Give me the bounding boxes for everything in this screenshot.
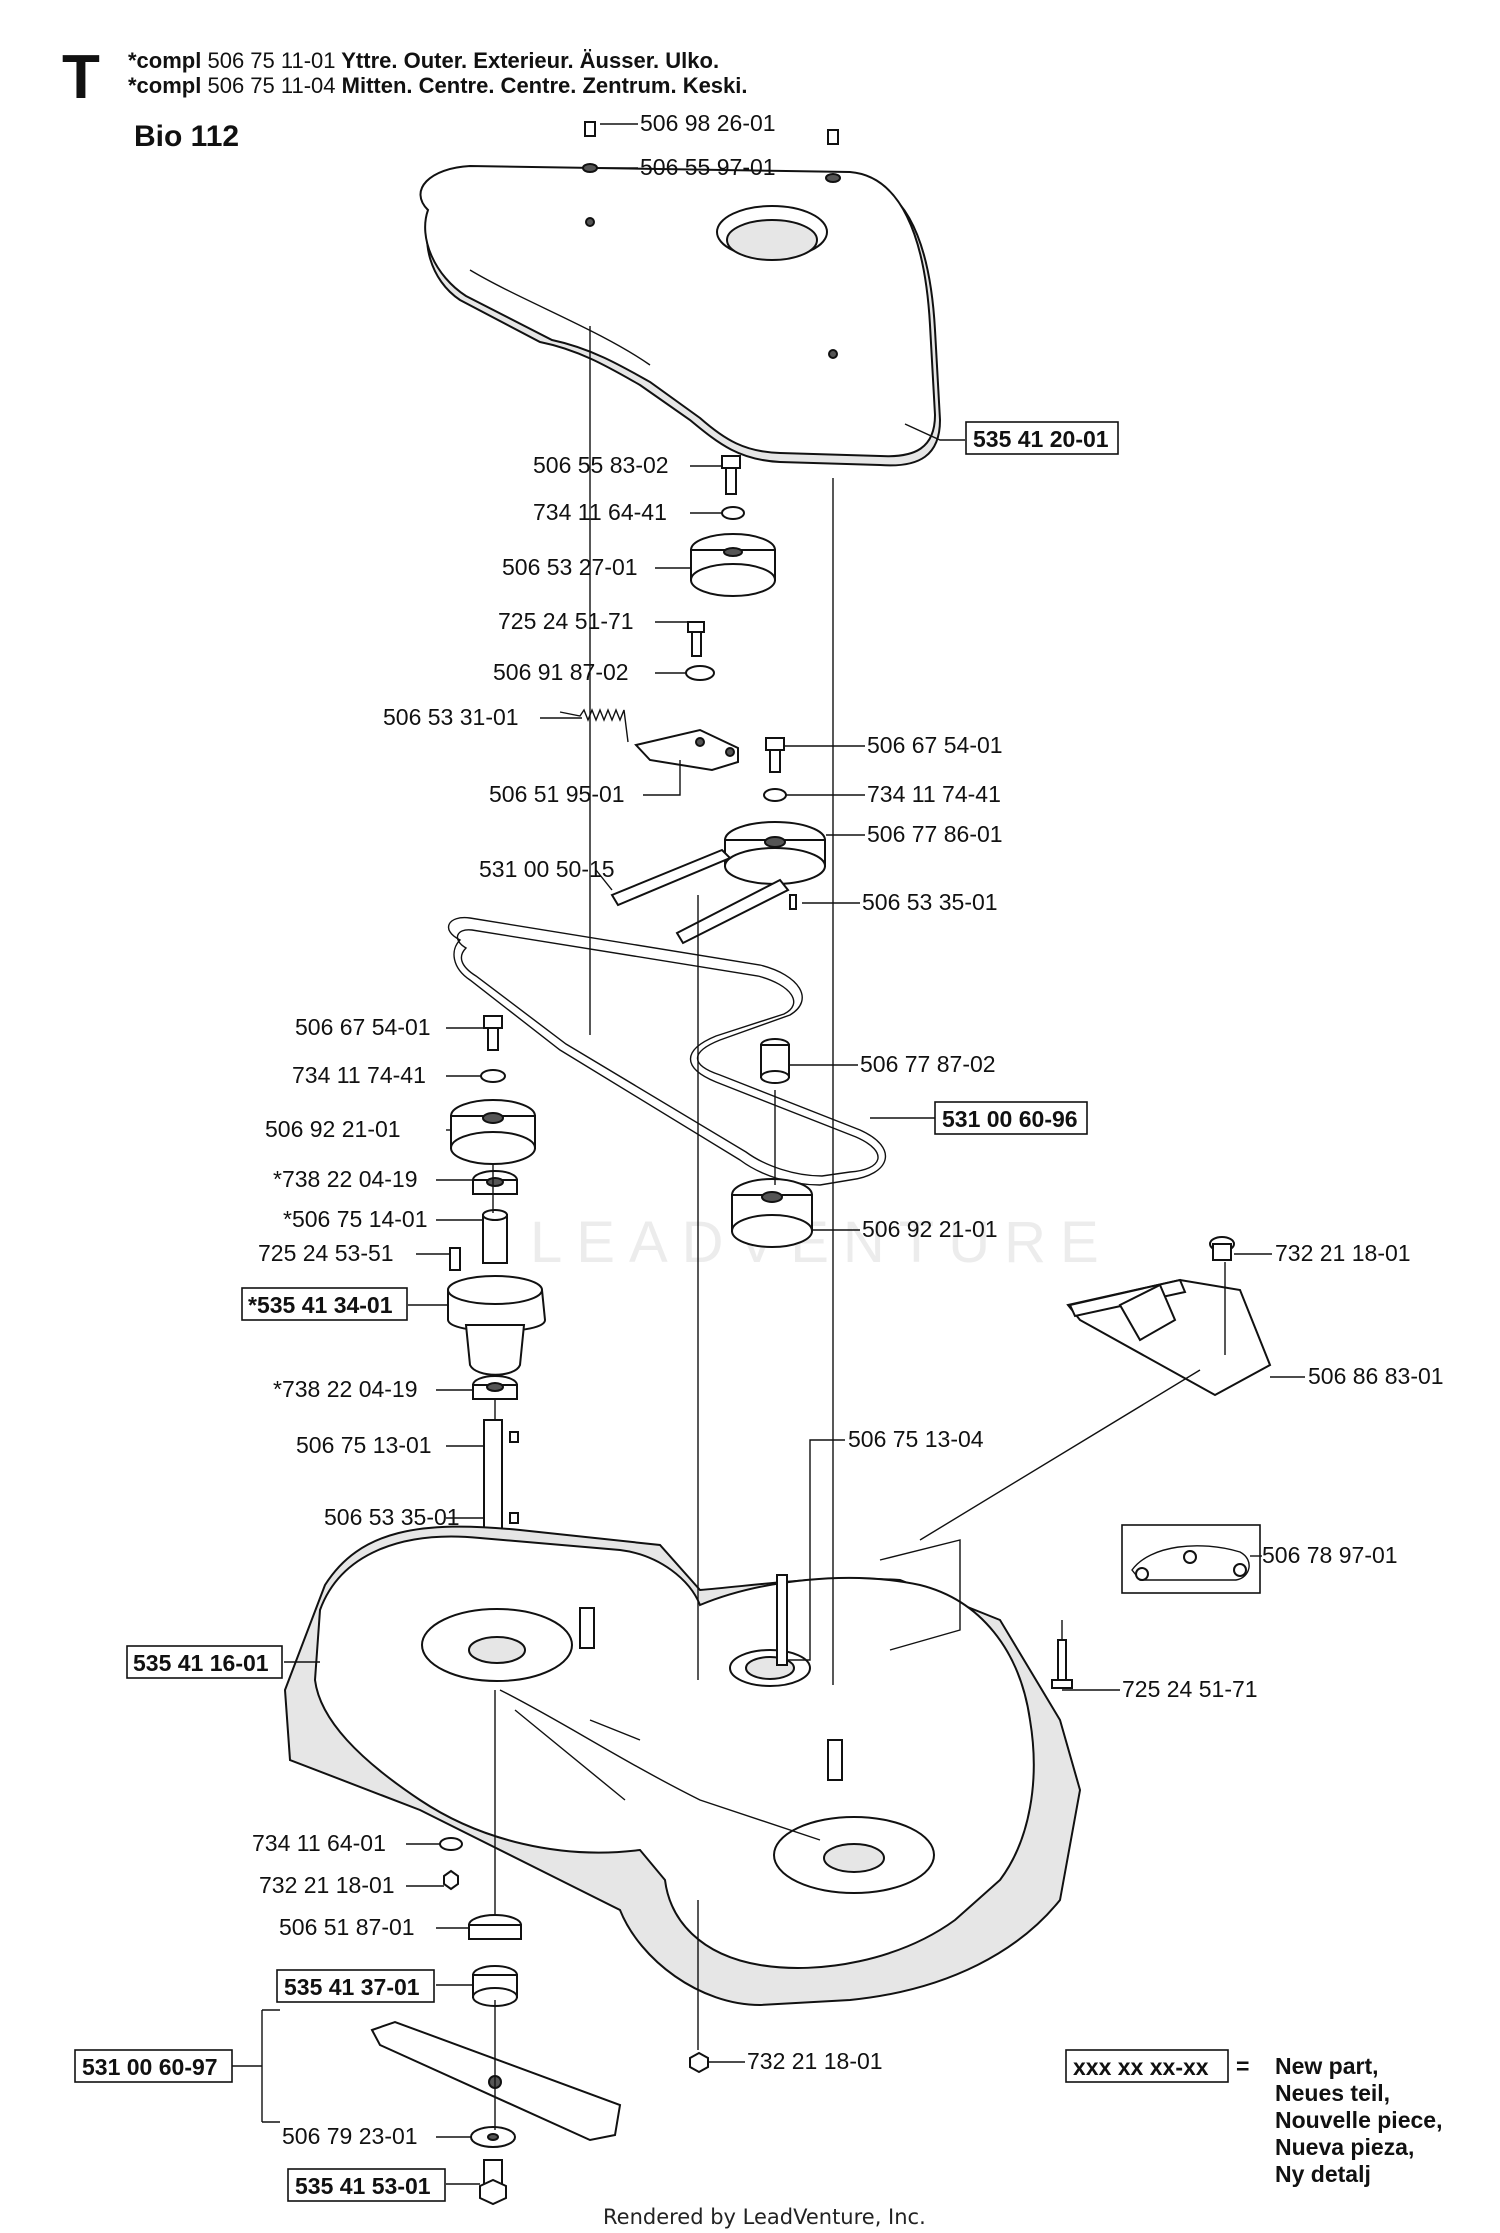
part-label: 725 24 53-51	[258, 1240, 394, 1266]
part-label: 506 92 21-01	[862, 1216, 998, 1242]
legend-line-3: Nouvelle piece,	[1275, 2107, 1442, 2133]
legend-sample: xxx xx xx-xx	[1073, 2054, 1209, 2080]
part-label: 506 53 35-01	[862, 889, 998, 915]
new-part-box	[276, 1969, 435, 2003]
legend-line-1: New part,	[1275, 2053, 1379, 2079]
new-part-label: 535 41 37-01	[284, 1974, 420, 2000]
new-part-label: 531 00 60-96	[942, 1106, 1078, 1132]
part-label: 725 24 51-71	[1122, 1676, 1258, 1702]
part-label: 506 55 83-02	[533, 452, 669, 478]
section-letter: T	[62, 43, 100, 112]
part-label: 732 21 18-01	[259, 1872, 395, 1898]
top-cover-part	[419, 164, 942, 467]
part-label: 734 11 64-01	[252, 1830, 386, 1856]
part-label: 734 11 74-41	[292, 1062, 426, 1088]
belt-routing-diagram	[1121, 1524, 1261, 1594]
part-label: 506 75 13-01	[296, 1432, 432, 1458]
new-part-box	[241, 1287, 408, 1321]
new-part-label: *535 41 34-01	[248, 1292, 393, 1318]
part-label: *506 75 14-01	[283, 1206, 428, 1232]
new-part-label: 535 41 53-01	[295, 2173, 431, 2199]
part-label: 506 51 87-01	[279, 1914, 415, 1940]
part-label: 506 51 95-01	[489, 781, 625, 807]
part-label: 506 86 83-01	[1308, 1363, 1444, 1389]
top-screw-left	[582, 121, 598, 173]
legend-equals: =	[1236, 2053, 1249, 2079]
part-label: 506 78 97-01	[1262, 1542, 1398, 1568]
right-idler-assembly	[610, 737, 826, 945]
header: T *compl 506 75 11-01 Yttre. Outer. Exte…	[62, 43, 748, 153]
drive-belt	[447, 916, 887, 1186]
part-label: 506 67 54-01	[295, 1014, 431, 1040]
legend: xxx xx xx-xx = New part, Neues teil, Nou…	[1065, 2049, 1442, 2187]
left-spindle-stack	[447, 1015, 547, 1531]
footer-credit: Rendered by LeadVenture, Inc.	[603, 2205, 926, 2229]
bottom-nut-part	[689, 2051, 709, 2074]
mower-deck-part	[283, 1525, 1082, 2007]
top-screw-right	[825, 129, 841, 183]
new-part-box	[934, 1101, 1088, 1135]
right-pulley-part	[731, 1178, 813, 1248]
watermark-text: LEADVENTURE	[530, 1210, 1113, 1275]
mower-blade-part	[370, 2020, 622, 2206]
header-line-2: *compl 506 75 11-04 Mitten. Centre. Cent…	[128, 73, 748, 98]
part-label: 506 53 35-01	[324, 1504, 460, 1530]
part-label: 734 11 74-41	[867, 781, 1001, 807]
part-label: 506 77 87-02	[860, 1051, 996, 1077]
part-label: 506 79 23-01	[282, 2123, 418, 2149]
part-label: 506 98 26-01	[640, 110, 776, 136]
alignment-lines	[492, 326, 1226, 2130]
part-label: 734 11 64-41	[533, 499, 667, 525]
idler-assembly	[559, 455, 776, 772]
part-label: *738 22 04-19	[273, 1166, 418, 1192]
part-label: 506 77 86-01	[867, 821, 1003, 847]
part-label: 506 55 97-01	[640, 154, 776, 180]
model-name: Bio 112	[134, 120, 239, 153]
lower-spindle-stack	[439, 1837, 522, 2007]
new-part-label: 535 41 20-01	[973, 426, 1109, 452]
legend-line-2: Neues teil,	[1275, 2080, 1390, 2106]
legend-sample-box	[1065, 2049, 1229, 2083]
part-label: 506 67 54-01	[867, 732, 1003, 758]
leader-lines	[232, 123, 1305, 2185]
part-label: 506 53 27-01	[502, 554, 638, 580]
spacer-part	[760, 1038, 790, 1084]
new-part-box	[965, 421, 1119, 455]
part-label: 506 53 31-01	[383, 704, 519, 730]
part-labels: 506 98 26-01 506 55 97-01 535 41 20-01 5…	[74, 110, 1444, 2202]
new-part-box	[287, 2168, 446, 2202]
new-part-box	[126, 1645, 283, 1679]
right-screw-part	[1051, 1639, 1073, 1689]
header-line-1: *compl 506 75 11-01 Yttre. Outer. Exteri…	[128, 48, 719, 73]
part-label: 732 21 18-01	[1275, 1240, 1411, 1266]
part-label: 506 91 87-02	[493, 659, 629, 685]
part-label: 506 75 13-04	[848, 1426, 984, 1452]
part-label: *738 22 04-19	[273, 1376, 418, 1402]
new-part-box	[74, 2049, 233, 2083]
legend-line-5: Ny detalj	[1275, 2161, 1371, 2187]
part-label: 732 21 18-01	[747, 2048, 883, 2074]
part-label: 531 00 50-15	[479, 856, 615, 882]
part-label: 725 24 51-71	[498, 608, 634, 634]
part-label: 506 92 21-01	[265, 1116, 401, 1142]
new-part-label: 531 00 60-97	[82, 2054, 218, 2080]
legend-line-4: Nueva pieza,	[1275, 2134, 1414, 2160]
deck-bracket-part	[1066, 1236, 1272, 1397]
new-part-label: 535 41 16-01	[133, 1650, 269, 1676]
